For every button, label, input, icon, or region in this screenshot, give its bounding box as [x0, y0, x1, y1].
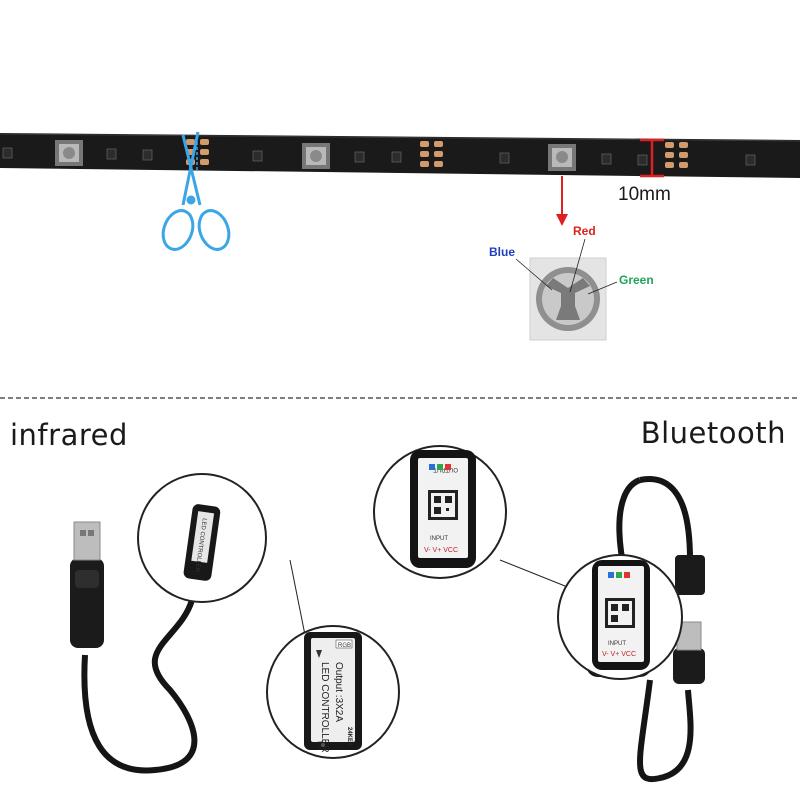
chip-red-label: Red [573, 224, 596, 238]
infrared-label: infrared [10, 418, 128, 452]
scissors-icon [161, 131, 231, 251]
ir-tag-text: RGB [338, 643, 351, 649]
ir-controller-keys: 24KEY [346, 727, 352, 746]
strip-led-chip-3 [548, 144, 576, 171]
ir-controller-voltage: 5V [316, 741, 323, 750]
strip-led-chip-2 [302, 143, 330, 169]
bt-input-label-bottom: INPUT [608, 641, 626, 647]
bt-zoom-circle-bottom: INPUT V- V+ VCC [557, 554, 683, 680]
usb-cable-ir [70, 521, 201, 774]
copper-pads-2 [420, 141, 443, 167]
bt-zoom-circle-top: OUTPUT INPUT V- V+ VCC [373, 445, 601, 601]
ir-zoom-circle-top: LED CONTROLLER [137, 473, 306, 636]
strip-led-chip-1 [55, 140, 83, 166]
ir-controller-line1: LED CONTROLLER [319, 662, 330, 753]
bt-input-pins-top: V- V+ VCC [424, 547, 458, 554]
chip-blue-label: Blue [489, 245, 516, 259]
led-strip [0, 132, 800, 178]
ir-controller-line2: Output :3X2A [333, 662, 344, 722]
chip-green-label: Green [619, 273, 654, 287]
strip-width-marker [640, 138, 664, 178]
led-chip-detail [515, 238, 618, 341]
bt-input-pins-bottom: V- V+ VCC [602, 651, 636, 658]
arrow-down-icon [556, 176, 568, 226]
strip-width-label: 10mm [618, 184, 671, 205]
bluetooth-label: Bluetooth [640, 416, 786, 450]
copper-pads-3 [665, 142, 688, 168]
bt-input-label-top: INPUT [430, 536, 448, 542]
ir-zoom-circle-bottom: RGB LED CONTROLLER Output :3X2A 24KEY 5V [266, 625, 400, 759]
